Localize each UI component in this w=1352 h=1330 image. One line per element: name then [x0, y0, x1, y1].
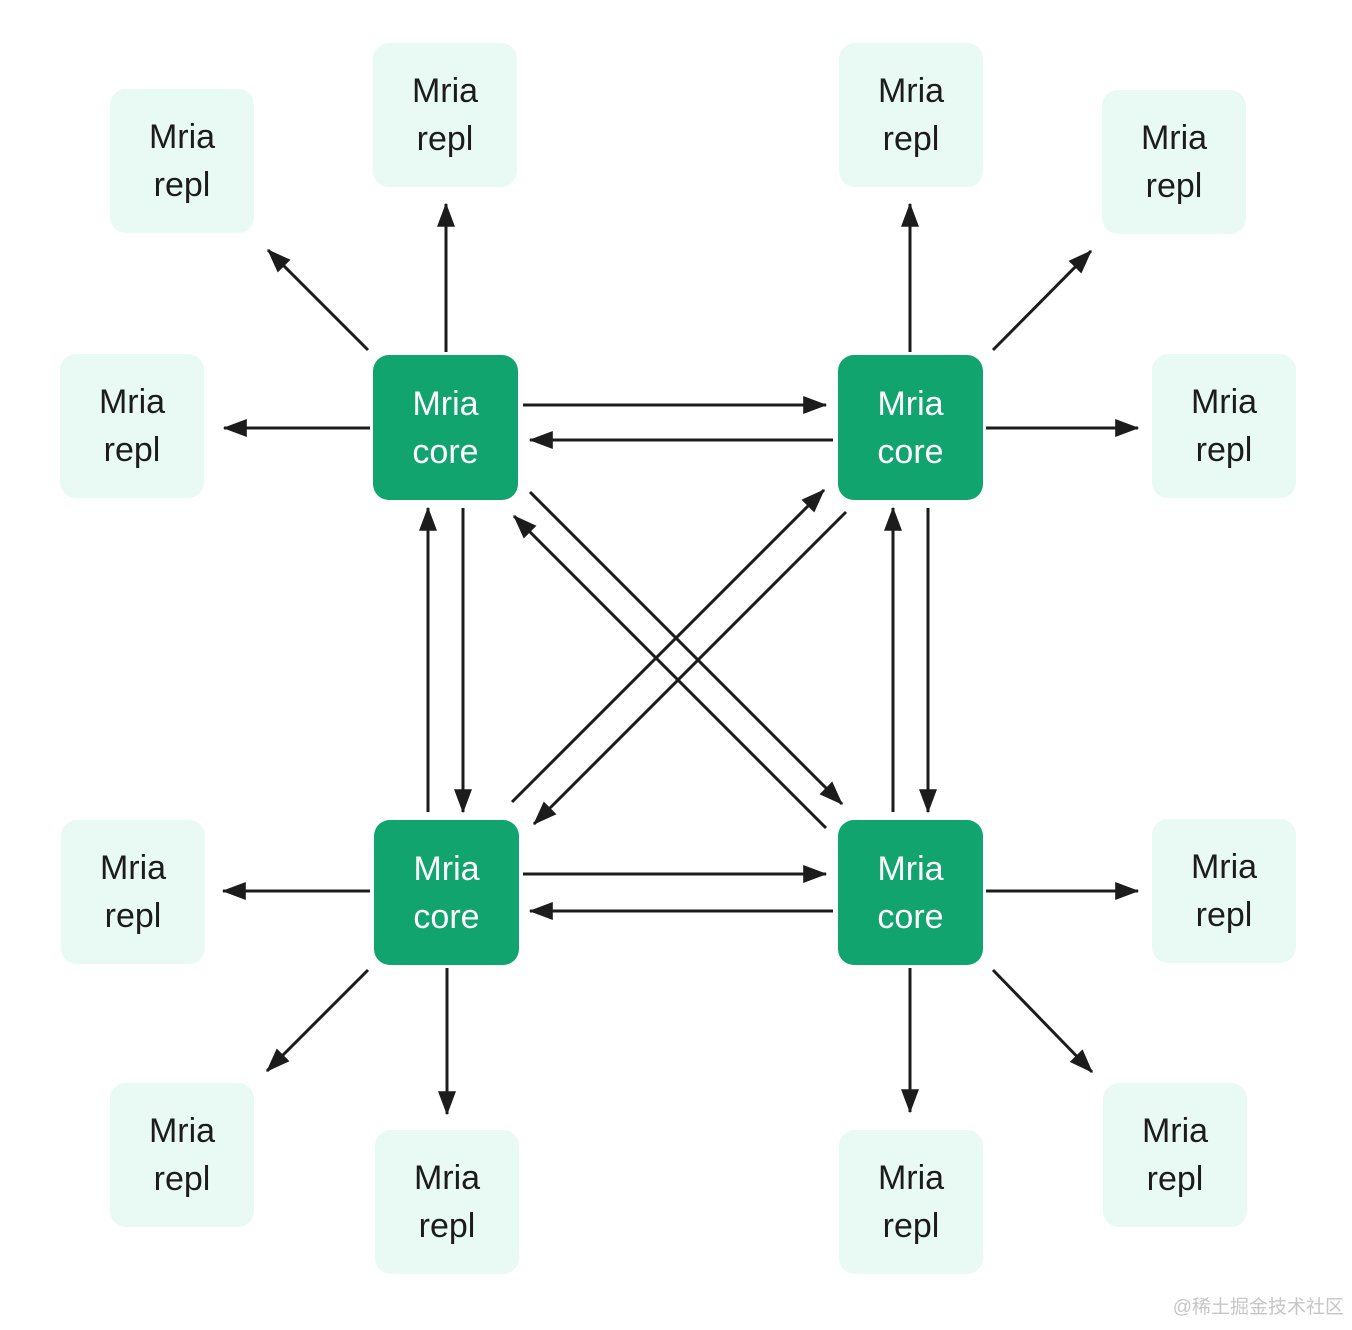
watermark: @稀土掘金技术社区 — [1172, 1297, 1344, 1318]
node-repl-br-bottom: Mria repl — [839, 1130, 983, 1274]
node-core-bottom-right: Mria core — [838, 820, 983, 965]
node-repl-bl-bottom: Mria repl — [375, 1130, 519, 1274]
node-repl-bl-corner: Mria repl — [110, 1083, 254, 1227]
node-label: Mria repl — [413, 1159, 481, 1245]
edge-core-tr-to-repl-corner — [991, 249, 1093, 352]
node-repl-tr-right: Mria repl — [1152, 354, 1296, 498]
edge-core-bl-to-core-tr — [510, 488, 826, 804]
edge-core-br-to-core-tl — [512, 514, 828, 830]
node-label: Mria repl — [148, 1112, 216, 1198]
node-label: Mria repl — [1140, 119, 1208, 205]
node-label: Mria repl — [98, 383, 166, 469]
node-repl-br-corner: Mria repl — [1103, 1083, 1247, 1227]
node-label: Mria repl — [1190, 383, 1258, 469]
node-repl-tl-left: Mria repl — [60, 354, 204, 498]
node-label: Mria core — [877, 384, 944, 471]
node-repl-tl-corner: Mria repl — [110, 89, 254, 233]
node-repl-bl-left: Mria repl — [61, 820, 205, 964]
node-repl-br-right: Mria repl — [1152, 819, 1296, 963]
node-label: Mria repl — [148, 118, 216, 204]
edge-core-tl-to-core-br — [528, 490, 844, 806]
node-label: Mria repl — [99, 849, 167, 935]
edge-core-tr-to-core-bl — [532, 510, 848, 826]
node-label: Mria core — [412, 384, 479, 471]
node-repl-tr-top: Mria repl — [839, 43, 983, 187]
node-label: Mria repl — [877, 1159, 945, 1245]
node-label: Mria core — [413, 849, 480, 936]
edge-core-bl-to-repl-corner — [265, 968, 370, 1073]
node-label: Mria repl — [411, 72, 479, 158]
node-label: Mria repl — [877, 72, 945, 158]
node-core-top-left: Mria core — [373, 355, 518, 500]
node-core-top-right: Mria core — [838, 355, 983, 500]
node-label: Mria core — [877, 849, 944, 936]
edge-core-br-to-repl-corner — [991, 968, 1094, 1074]
node-label: Mria repl — [1141, 1112, 1209, 1198]
node-repl-tl-top: Mria repl — [373, 43, 517, 187]
node-repl-tr-corner: Mria repl — [1102, 90, 1246, 234]
node-core-bottom-left: Mria core — [374, 820, 519, 965]
edge-core-tl-to-repl-corner — [266, 248, 370, 352]
node-label: Mria repl — [1190, 848, 1258, 934]
